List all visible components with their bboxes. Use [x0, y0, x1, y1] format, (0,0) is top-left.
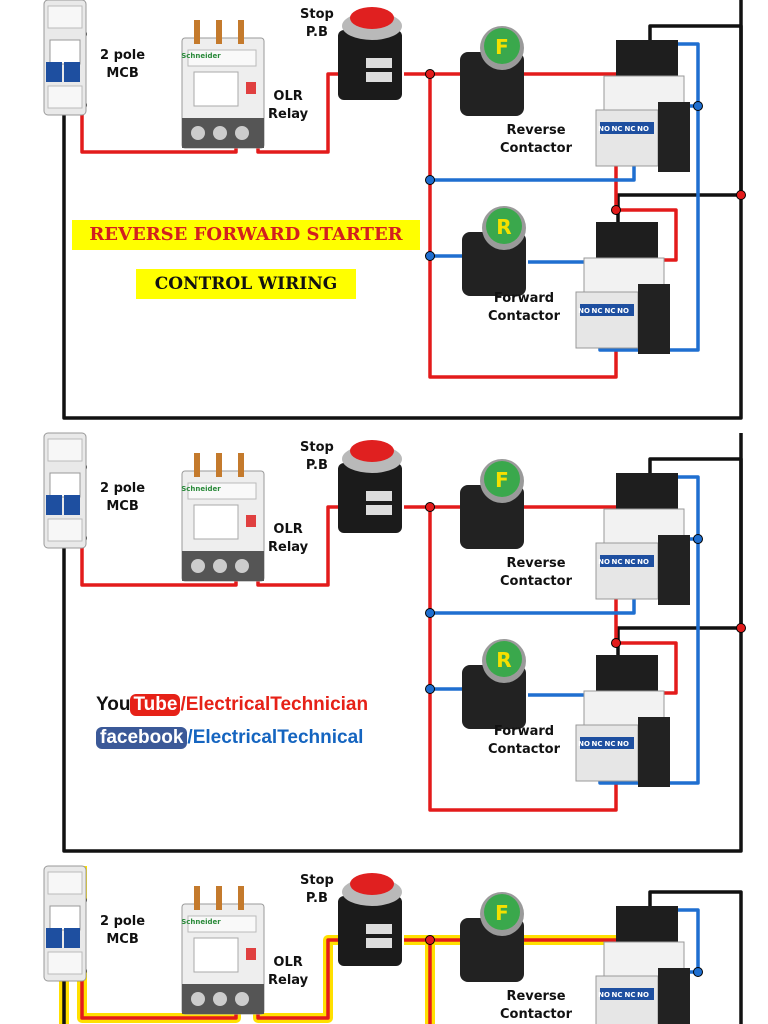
neutral-forward-wire [616, 193, 741, 225]
junction-dot [736, 190, 746, 200]
terminal-label: NO [617, 740, 629, 748]
mcb [43, 865, 87, 982]
youtube-logo-text-a: You [96, 694, 131, 715]
terminal-label: NO [598, 991, 610, 999]
junction-dot [425, 69, 435, 79]
stop-push-button [338, 440, 402, 533]
facebook-slash: / [187, 727, 193, 748]
terminal-label: NC [612, 558, 623, 566]
terminal-label: NO [598, 125, 610, 133]
stop-push-button [338, 873, 402, 966]
forward-contactor [575, 654, 671, 788]
olr-brand: Schneider [181, 918, 221, 926]
facebook-handle: ElectricalTechnical [192, 727, 364, 748]
junction-dot [425, 684, 435, 694]
terminal-label: NC [625, 125, 636, 133]
olr-relay [181, 452, 265, 582]
forward-contactor [575, 221, 671, 355]
olr-brand: Schneider [181, 52, 221, 60]
diagram-title: REVERSE FORWARD STARTER [72, 220, 420, 250]
forward-push-button [460, 459, 524, 549]
forward-push-button [460, 26, 524, 116]
facebook-credit[interactable]: facebook/ElectricalTechnical [96, 727, 363, 749]
mcb [43, 0, 87, 116]
junction-dot [611, 205, 621, 215]
junction-dot [693, 534, 703, 544]
youtube-handle: ElectricalTechnician [185, 694, 369, 715]
reverse-contactor [595, 39, 691, 173]
diagram-subtitle: CONTROL WIRING [136, 269, 356, 299]
terminal-label: NO [637, 991, 649, 999]
junction-dot [425, 935, 435, 945]
terminal-label: NO [598, 558, 610, 566]
terminal-label: NO [617, 307, 629, 315]
terminal-label: NO [578, 740, 590, 748]
stop-push-button [338, 7, 402, 100]
junction-dot [611, 638, 621, 648]
reverse-button-letter: R [496, 648, 511, 672]
forward-button-letter: F [495, 901, 509, 925]
youtube-slash: / [180, 694, 186, 715]
olr-relay [181, 19, 265, 149]
terminal-label: NC [592, 307, 603, 315]
junction-dot [425, 175, 435, 185]
forward-button-letter: F [495, 35, 509, 59]
terminal-label: NC [625, 558, 636, 566]
terminal-label: NO [637, 125, 649, 133]
terminal-label: NC [605, 740, 616, 748]
terminal-label: NC [605, 307, 616, 315]
forward-push-button [460, 892, 524, 982]
junction-dot [693, 101, 703, 111]
terminal-label: NC [592, 740, 603, 748]
reverse-contactor [595, 472, 691, 606]
junction-dot [693, 967, 703, 977]
forward-button-letter: F [495, 468, 509, 492]
terminal-label: NC [612, 991, 623, 999]
mcb [43, 432, 87, 549]
terminal-label: NC [612, 125, 623, 133]
junction-dot [425, 502, 435, 512]
junction-dot [425, 608, 435, 618]
terminal-label: NC [625, 991, 636, 999]
neutral-forward-wire [616, 626, 741, 658]
reverse-button-letter: R [496, 215, 511, 239]
facebook-logo-text: facebook [96, 727, 188, 749]
olr-relay [181, 885, 265, 1015]
terminal-label: NO [578, 307, 590, 315]
terminal-label: NO [637, 558, 649, 566]
reverse-push-button [462, 206, 526, 296]
reverse-push-button [462, 639, 526, 729]
junction-dot [736, 623, 746, 633]
olr-brand: Schneider [181, 485, 221, 493]
youtube-logo-text-b: Tube [130, 694, 181, 716]
junction-dot [425, 251, 435, 261]
reverse-contactor [595, 905, 691, 1024]
